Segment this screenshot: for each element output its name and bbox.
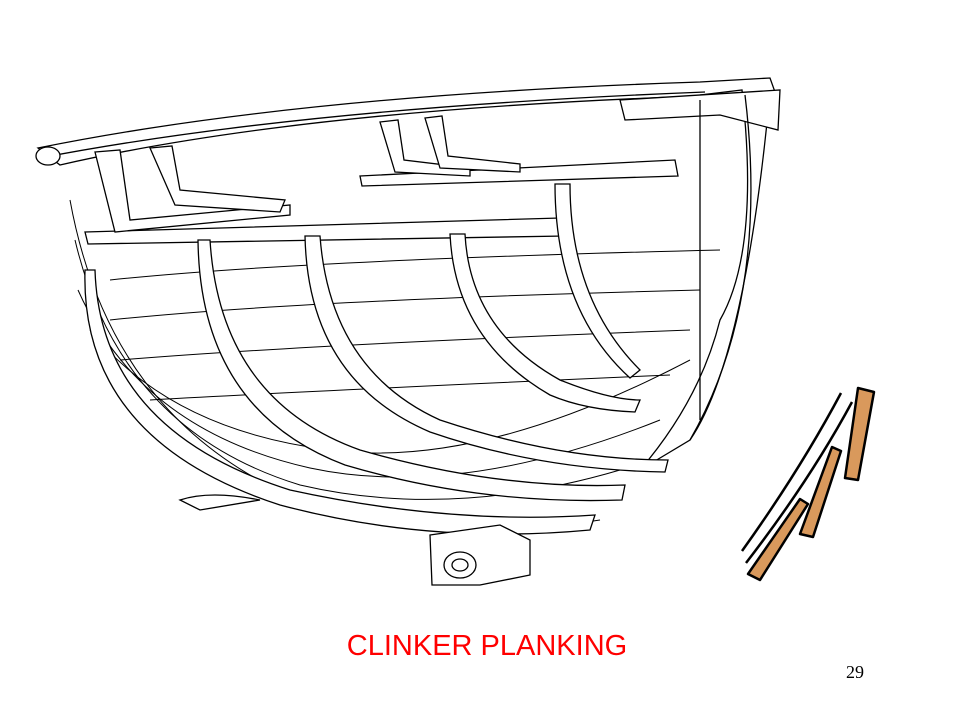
transom — [619, 89, 781, 471]
slide-caption: CLINKER PLANKING — [346, 630, 628, 662]
page-number: 29 — [846, 662, 864, 682]
clinker-plank-detail — [740, 386, 876, 582]
keel-block — [178, 494, 531, 586]
thwarts — [84, 115, 679, 245]
frames — [84, 183, 669, 535]
gunwale — [35, 77, 776, 166]
